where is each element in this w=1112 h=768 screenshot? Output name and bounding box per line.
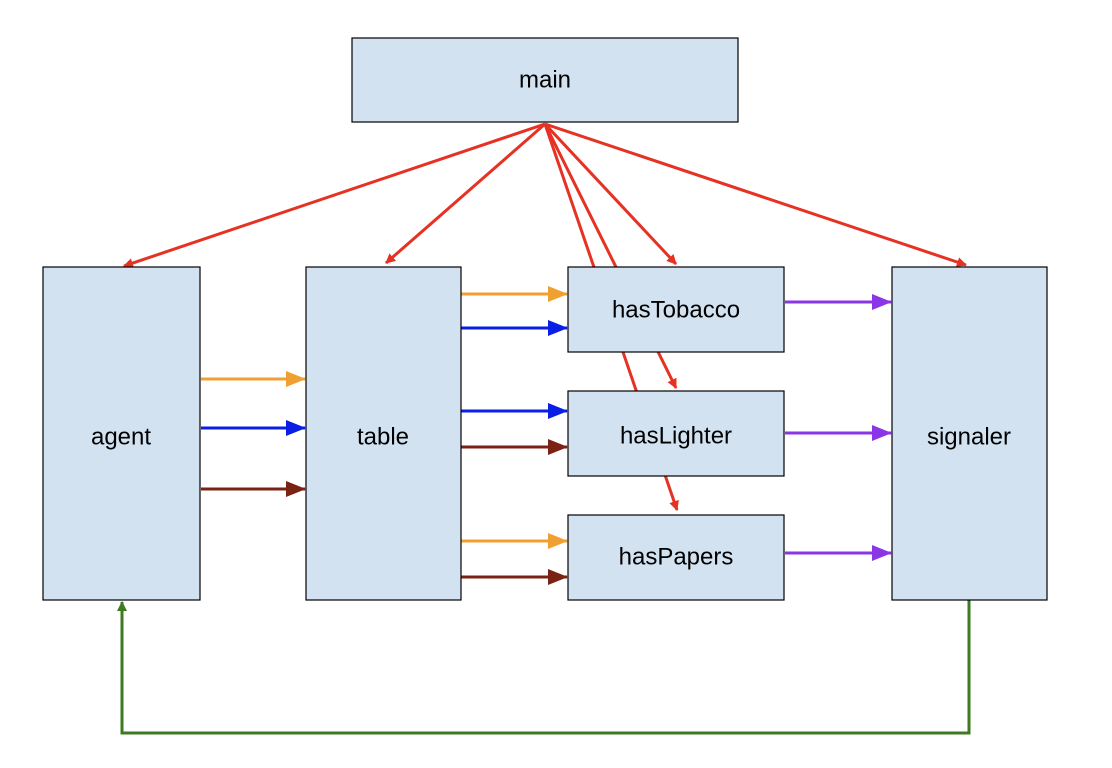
node-haslighter-label: hasLighter	[620, 423, 732, 450]
node-haspapers-label: hasPapers	[619, 544, 734, 571]
node-hastobacco: hasTobacco	[567, 266, 785, 353]
edge-signaler-agent	[117, 600, 971, 735]
edge-main-table	[385, 122, 546, 265]
edge-main-hastobacco	[543, 122, 678, 266]
node-main: main	[351, 37, 739, 123]
node-table: table	[305, 266, 462, 601]
edge-main-agent	[123, 122, 546, 268]
node-signaler-label: signaler	[927, 424, 1011, 451]
node-haslighter: hasLighter	[567, 390, 785, 477]
node-haspapers: hasPapers	[567, 514, 785, 601]
node-signaler: signaler	[891, 266, 1048, 601]
agent-table-edges	[201, 371, 306, 497]
signal-edges	[785, 294, 892, 561]
node-agent-label: agent	[91, 424, 151, 451]
node-main-label: main	[519, 67, 571, 94]
node-agent: agent	[42, 266, 201, 601]
edge-main-signaler	[544, 122, 967, 267]
table-has-edges	[461, 286, 568, 585]
node-hastobacco-label: hasTobacco	[612, 297, 740, 324]
node-table-label: table	[357, 424, 409, 451]
spawn-edges	[123, 122, 967, 511]
